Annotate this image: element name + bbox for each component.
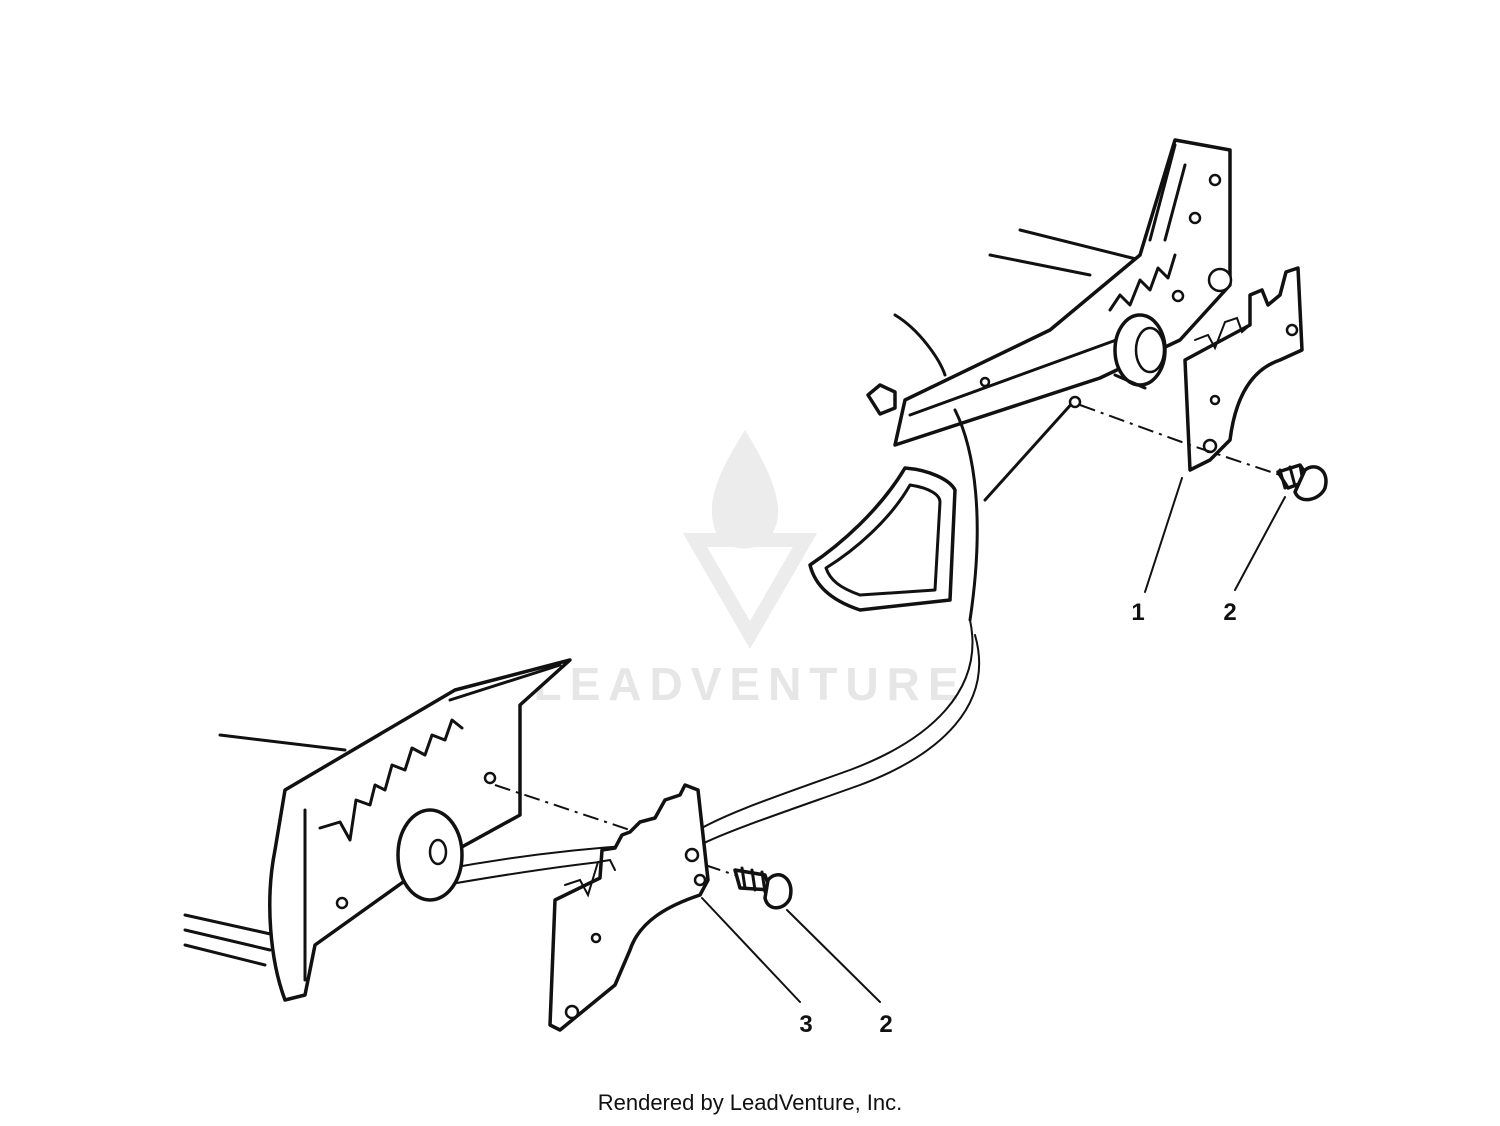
flame-logo-icon <box>682 430 818 649</box>
callout-1-upper: 1 <box>1131 477 1183 626</box>
upper-housing <box>866 138 1233 622</box>
part-3-height-bracket <box>548 783 710 1032</box>
leadventure-watermark: LEADVENTURE <box>533 430 966 710</box>
upper-bolt-icon <box>1079 404 1328 502</box>
lower-bolt-icon <box>704 864 793 910</box>
callout-2-upper: 2 <box>1223 496 1286 626</box>
callout-2-lower: 2 <box>786 909 893 1038</box>
callout-3-lower: 3 <box>701 897 813 1038</box>
callout-2-label-upper: 2 <box>1223 599 1236 626</box>
grip-pad <box>808 466 957 612</box>
callout-2-label-lower: 2 <box>879 1011 892 1038</box>
callout-1-label: 1 <box>1131 599 1144 626</box>
render-credit: Rendered by LeadVenture, Inc. <box>597 1090 903 1115</box>
watermark-text: LEADVENTURE <box>533 658 966 710</box>
callout-3-label: 3 <box>799 1011 812 1038</box>
lower-housing <box>183 658 631 1002</box>
part-1-height-bracket <box>1183 266 1304 472</box>
drive-belt <box>439 619 981 886</box>
